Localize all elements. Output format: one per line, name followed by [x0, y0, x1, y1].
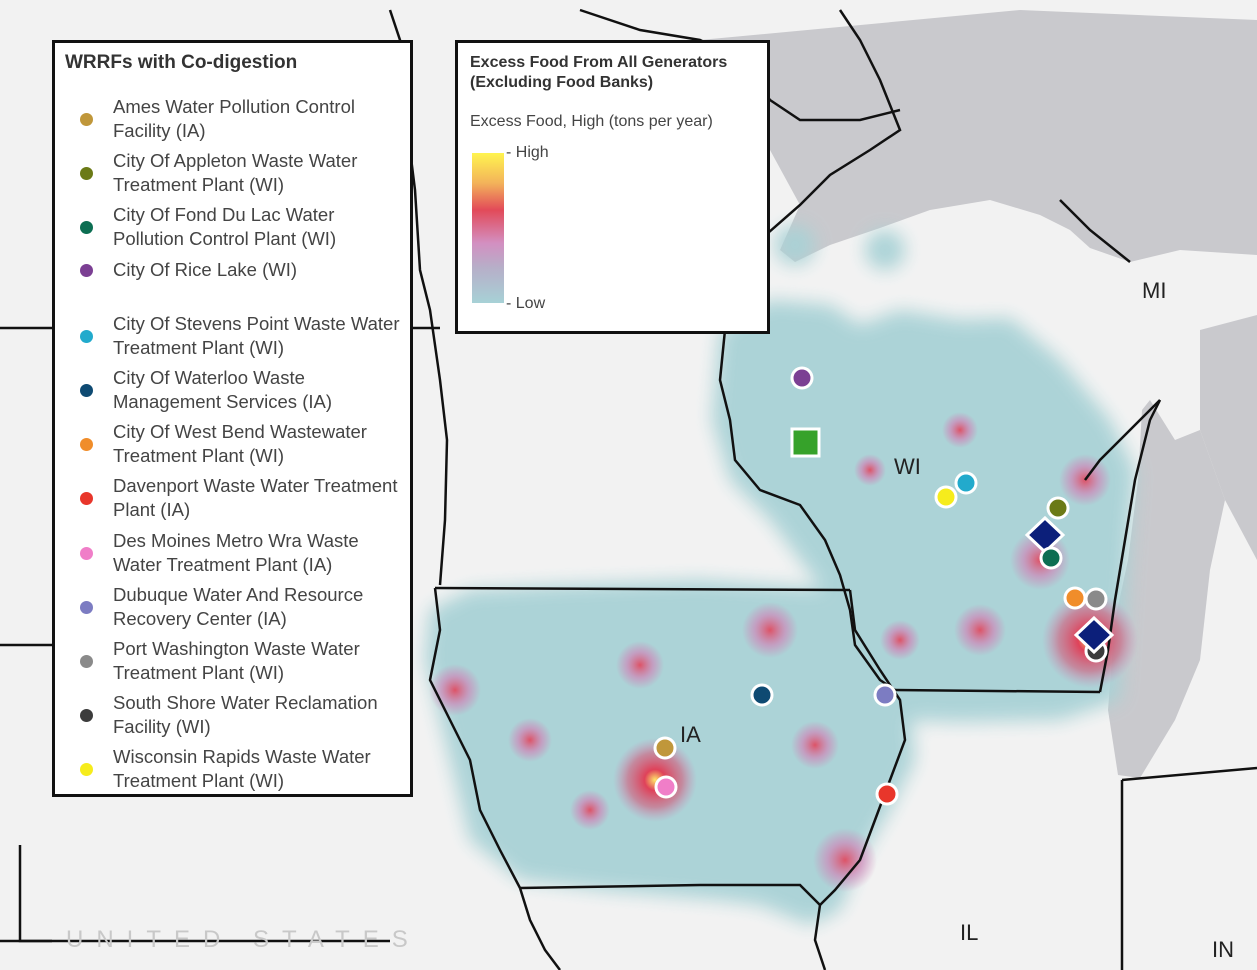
marker-ames[interactable]: [653, 736, 677, 760]
marker-rice-lake[interactable]: [790, 366, 814, 390]
lake-superior: [700, 10, 1257, 262]
legend-swatch-dot: [80, 167, 93, 181]
wrrf-legend-label: City Of West Bend Wastewater Treatment P…: [113, 421, 367, 467]
border-mi-up-lower: [1059, 199, 1131, 263]
marker-green-square[interactable]: [790, 427, 821, 458]
facility-markers: [653, 366, 1115, 806]
marker-diamond-2[interactable]: [1073, 615, 1115, 655]
border-door-peninsula: [1084, 399, 1161, 481]
legend-swatch-dot: [80, 546, 93, 560]
state-label-in: IN: [1212, 937, 1234, 962]
wrrf-legend-label: Wisconsin Rapids Waste Water Treatment P…: [113, 746, 371, 792]
legend-swatch-dot: [80, 438, 93, 452]
border-wi-west: [718, 239, 896, 692]
marker-fond-du-lac[interactable]: [1039, 546, 1063, 570]
wrrf-legend-label: Dubuque Water And Resource Recovery Cent…: [113, 583, 364, 629]
border-ia-west: [428, 587, 522, 889]
legend-swatch-dot: [80, 263, 93, 277]
ramp-low-text: Low: [515, 295, 546, 312]
marker-des-moines[interactable]: [654, 775, 678, 799]
border-ia-north: [434, 586, 851, 592]
marker-west-bend[interactable]: [1063, 586, 1087, 610]
border-mi-up-wi: [759, 9, 902, 241]
border-wi-shore: [1098, 399, 1162, 693]
wrrf-legend-label: Des Moines Metro Wra Waste Water Treatme…: [113, 529, 359, 575]
excess-food-legend: Excess Food From All Generators (Excludi…: [455, 40, 770, 334]
excess-food-legend-subtitle: Excess Food, High (tons per year): [470, 113, 713, 130]
lakes: [700, 10, 1257, 778]
border-mississippi-south: [813, 904, 827, 970]
ramp-high-text: High: [515, 144, 549, 161]
legend-swatch-dot: [80, 600, 93, 614]
state-label-mi: MI: [1142, 278, 1167, 303]
country-label: UNITED STATES: [66, 926, 421, 953]
wrrf-legend-label: South Shore Water Reclamation Facility (…: [113, 692, 378, 738]
marker-waterloo[interactable]: [750, 683, 774, 707]
border-il-in-top: [1121, 766, 1257, 782]
wrrf-legend: WRRFs with Co-digestion Ames Water Pollu…: [52, 40, 413, 797]
wrrf-legend-label: Port Washington Waste Water Treatment Pl…: [113, 638, 360, 683]
lake-huron: [1200, 315, 1257, 560]
state-label-ia: IA: [680, 722, 701, 747]
wrrf-legend-label: City Of Fond Du Lac Water Pollution Cont…: [113, 204, 337, 250]
marker-davenport[interactable]: [875, 782, 899, 806]
excess-food-legend-title: Excess Food From All Generators (Excludi…: [470, 54, 728, 91]
legend-swatch-dot: [80, 492, 93, 506]
wrrf-legend-label: City Of Rice Lake (WI): [113, 258, 297, 280]
color-ramp: [472, 153, 504, 303]
marker-stevens-point[interactable]: [954, 471, 978, 495]
legend-swatch-dot: [80, 221, 93, 235]
state-label-wi: WI: [894, 454, 921, 479]
border-wi-il: [894, 688, 1101, 694]
lake-michigan: [1108, 400, 1225, 778]
wrrf-legend-label: Ames Water Pollution Control Facility (I…: [113, 96, 355, 141]
ramp-low-label: - Low: [506, 295, 546, 312]
wrrf-legend-label: City Of Appleton Waste Water Treatment P…: [113, 150, 358, 196]
ramp-high-label: - High: [506, 144, 549, 161]
marker-wisconsin-rapids[interactable]: [934, 485, 958, 509]
marker-dubuque[interactable]: [873, 683, 897, 707]
marker-port-washington[interactable]: [1084, 587, 1108, 611]
wrrf-legend-label: City Of Stevens Point Waste Water Treatm…: [113, 312, 400, 358]
border-ia-south: [519, 883, 821, 906]
wrrf-legend-label: City Of Waterloo Waste Management Servic…: [113, 367, 333, 412]
legend-swatch-dot: [80, 329, 93, 343]
legend-swatch-dot: [80, 384, 93, 397]
wrrf-legend-title: WRRFs with Co-digestion: [65, 52, 298, 73]
border-ne-ks: [18, 845, 52, 943]
legend-swatch-dot: [80, 655, 93, 668]
state-label-il: IL: [960, 920, 979, 945]
legend-swatch-dot: [80, 709, 93, 723]
border-mo-west: [518, 887, 561, 970]
wrrf-legend-label: Davenport Waste Water Treatment Plant (I…: [113, 475, 398, 521]
legend-swatch-dot: [80, 113, 93, 126]
legend-swatch-dot: [80, 763, 93, 777]
border-ia-east: [819, 589, 907, 906]
marker-appleton[interactable]: [1046, 496, 1070, 520]
